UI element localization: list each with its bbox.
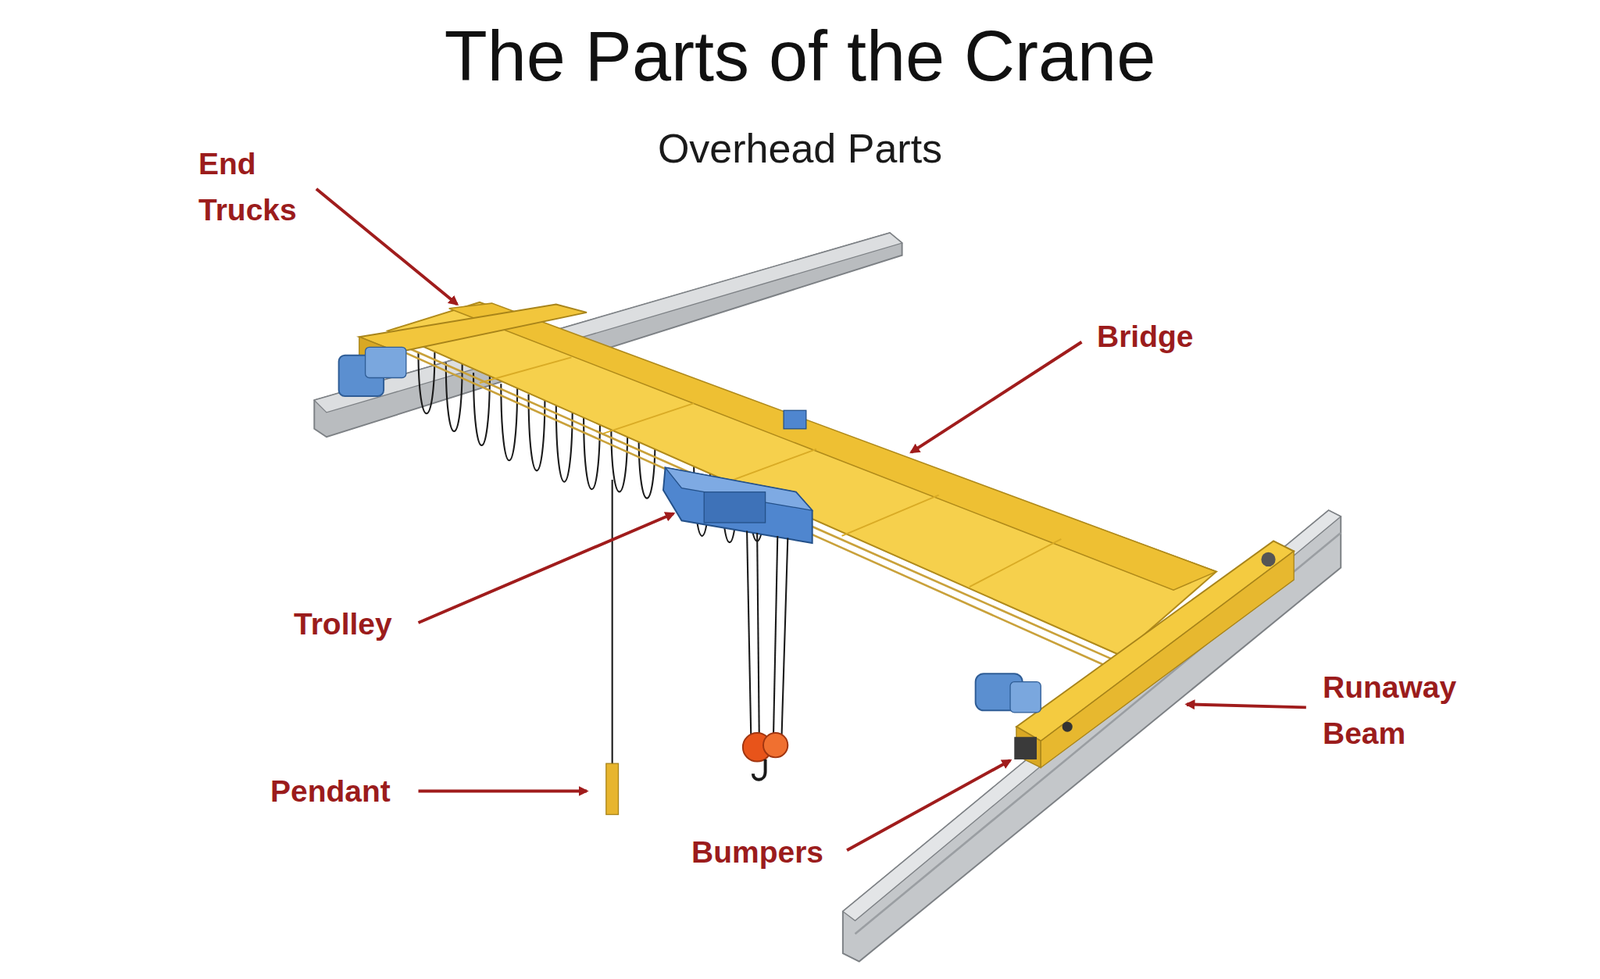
title-rule [129, 103, 1480, 108]
hoist-rope [781, 538, 788, 738]
panel-line [969, 539, 1062, 587]
hoist-rope [757, 532, 760, 736]
panel-line [842, 495, 940, 536]
leader-arrow [1186, 703, 1307, 708]
hoist-rope [746, 530, 751, 737]
wheel [1260, 552, 1275, 567]
end-truck-gearbox [1010, 682, 1041, 713]
end-truck-near [1016, 540, 1294, 741]
leader-arrow [910, 342, 1082, 453]
hook [753, 759, 766, 780]
page-title: The Parts of the Crane [0, 17, 1600, 96]
trolley-hoist [663, 467, 813, 543]
panel-line [479, 357, 572, 383]
leader-arrow [418, 789, 588, 793]
pendant-cord [611, 479, 614, 766]
hoist-rope [773, 535, 778, 736]
part-label: Bridge [1096, 317, 1194, 356]
end-truck-far [359, 303, 587, 352]
pendant-box [606, 763, 619, 815]
panel-line [719, 449, 817, 486]
end-truck-gearbox [365, 346, 407, 378]
hoist-drum [703, 492, 765, 523]
leader-arrow [418, 513, 675, 623]
part-label: Trolley [293, 604, 393, 643]
end-truck-near-side [1040, 551, 1294, 768]
part-label: Pendant [270, 771, 391, 811]
trolley-wheel-box [783, 410, 807, 429]
leader-arrow [846, 760, 1011, 850]
bridge-girder [387, 302, 1217, 656]
trolley-rail [392, 346, 1113, 668]
part-label: Bumpers [691, 832, 824, 872]
part-label: End Trucks [198, 140, 324, 233]
leader-arrow [316, 189, 458, 305]
bumper [1014, 736, 1037, 760]
panel-line [602, 403, 695, 434]
wheel-axle [1062, 721, 1073, 733]
bridge-girder-top [449, 303, 1217, 590]
part-label: Runaway Beam [1322, 664, 1479, 757]
trolley-rail [387, 339, 1118, 662]
hook-block [763, 732, 788, 758]
